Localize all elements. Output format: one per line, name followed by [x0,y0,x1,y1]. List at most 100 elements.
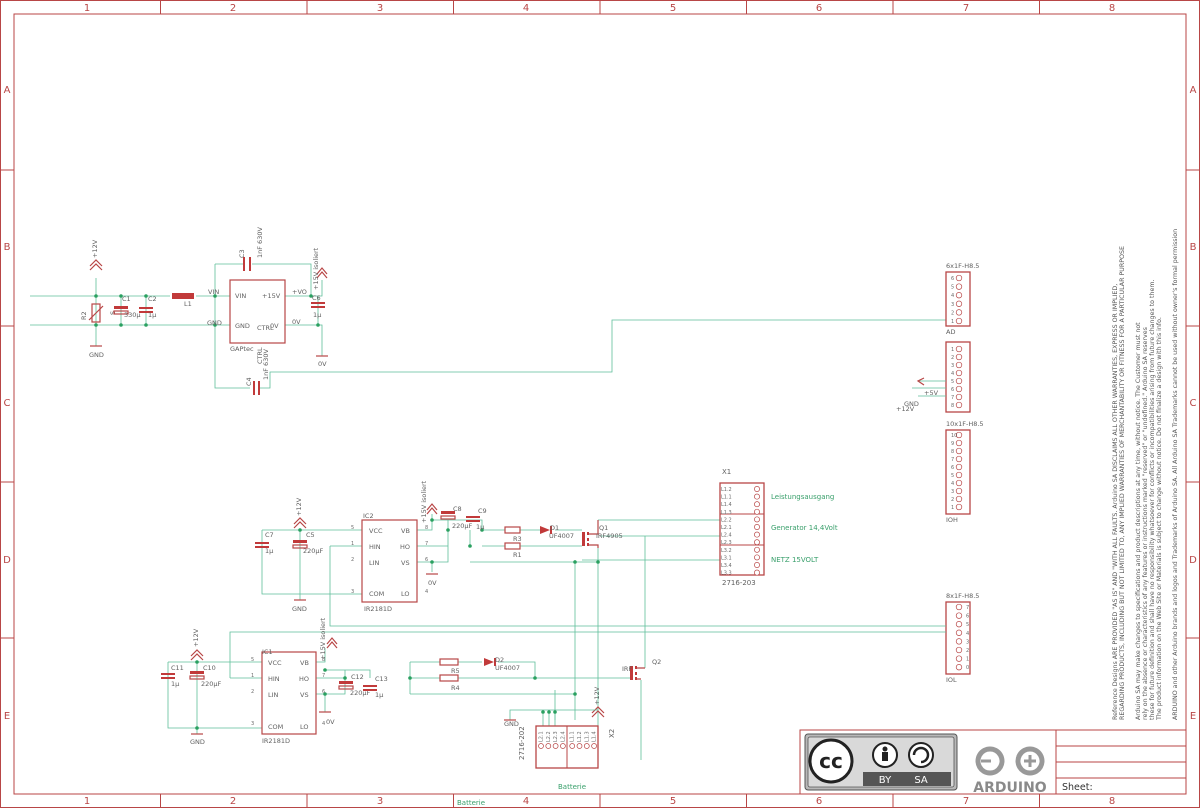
x1-pin-label: L1.1 [721,495,732,501]
iol-pins-pin [955,629,963,636]
net-batterie: Batterie [558,783,586,791]
x2-pin [552,743,559,749]
ioh-top-pins-pin [955,369,963,377]
svg-text:6: 6 [425,557,428,563]
row-label-e: E [4,711,10,722]
ioh-pins-pin [955,455,963,463]
disclaimer-line-5: these for future definition and shall ha… [1149,280,1156,720]
ioh-top-pins-pin [955,345,963,353]
x2-pin-label: L2.3 [553,731,559,742]
x2-pin-label: L2.1 [539,731,545,742]
ioh-pins-pin [955,471,963,479]
col-label-3: 3 [377,3,383,14]
net-vin: VIN [208,288,219,296]
ioh-top-pins-pin-number: 3 [951,363,954,369]
row-label-a-right: A [1190,85,1197,96]
disclaimer-line-7: ARDUINO and other Arduino brands and log… [1172,229,1179,720]
svg-text:4: 4 [425,589,428,595]
x1-pin-label: L3.1 [721,555,732,561]
ioh-pins-pin [955,439,963,447]
ioh-pins-pin [955,503,963,511]
x2-pin-label: L2.4 [560,731,566,742]
col-label-8-bottom: 8 [1109,796,1115,807]
ad-pins-pin [955,309,963,316]
ioh-pins-pin [955,447,963,455]
x1-pin [754,562,760,568]
c4-label: C4 [245,377,253,386]
d2-value: UF4007 [495,664,520,672]
disclaimer-block: Reference Designs ARE PROVIDED "AS IS" A… [1112,229,1179,721]
x1-pin-label: L2.3 [721,540,732,546]
ad-value: 6x1F-H8.5 [946,262,979,270]
ioh-top-pins-pin [955,393,963,401]
net-gnd-top: GND [89,351,104,359]
net-leistungsausgang: Leistungsausgang [771,493,834,501]
cc-license-badge: cc BY SA [804,733,958,791]
ad-pins-pin-number: 5 [951,285,954,291]
x1-value: 2716-203 [722,579,756,587]
net-batterie-bottom: Batterie [457,799,485,807]
svg-text:1: 1 [351,541,354,547]
col-label-2-bottom: 2 [230,796,236,807]
row-label-c: C [4,398,11,409]
ad-pins-pin [955,283,963,290]
ioh-top-pins-pin-number: 1 [951,347,954,353]
ioh-pins-pin [955,487,963,495]
ioh-value: 10x1F-H8.5 [946,420,984,428]
r4-label: R4 [451,684,460,692]
r2-label: R2 [80,311,88,320]
col-label-3-bottom: 3 [377,796,383,807]
ioh-pins-pin-number: 5 [951,473,954,479]
ioh-pins-pin-number: 4 [951,481,954,487]
x1-pin-label: L3.4 [721,563,732,569]
col-label-4-bottom: 4 [523,796,529,807]
ic1-lin: LIN [268,691,279,699]
ic2-lo: LO [401,590,410,598]
iol-pins-pin-number: 0 [966,665,969,671]
gaptec-0v: 0V [270,322,279,330]
col-label-6-bottom: 6 [816,796,822,807]
c10-value: 220µF [201,680,222,688]
ioh-pins-pin-number: 7 [951,457,954,463]
ad-pins-pin [955,274,963,282]
x2-pin [560,743,566,749]
c8-value: 220µF [452,522,473,530]
x1-pin-label: L2.2 [721,517,732,523]
ioh-top-pins-pin [955,353,963,361]
q1-value: IRF4905 [596,532,623,540]
x2-pin-label: L2.2 [546,731,552,742]
x1-pin-label: L2.4 [721,533,732,539]
x1-pin [754,554,760,561]
svg-text:4: 4 [322,721,325,727]
disclaimer-line-3: Arduino SA may make changes to specifica… [1135,322,1142,720]
net-gnd-gap: GND [207,319,222,327]
net-0v-top: 0V [318,360,327,368]
d1-value: UF4007 [549,532,574,540]
net-gnd-d: GND [292,605,307,613]
svg-text:3: 3 [251,721,254,727]
x1-pin-label: L3.3 [721,571,732,577]
ad-pins-pin-number: 2 [951,310,954,316]
c5-label: C5 [306,531,315,539]
ad-pins-pin-number: 6 [951,276,954,282]
ioh-top-pins-pin-number: 5 [951,379,954,385]
c5-value: 220µF [303,547,324,555]
net-plus12v-c: +12V [896,405,915,413]
x2-pin-label: L1.2 [577,731,583,742]
x1-pin [754,501,760,508]
gaptec-ctrl: CTRL [257,324,274,332]
svg-text:7: 7 [425,541,428,547]
ic2-hin: HIN [369,543,381,551]
x1-pin [754,546,760,553]
ic2-vcc: VCC [369,527,383,535]
row-label-e-right: E [1190,711,1196,722]
net-0v-e: 0V [326,718,335,726]
net-plus12v-top: +12V [91,239,99,258]
x1-pin [754,569,760,576]
net-15v-isoliert-d: +15V isoliert [420,480,428,523]
c6-value: 1µ [313,311,321,319]
svg-text:8: 8 [322,657,325,663]
